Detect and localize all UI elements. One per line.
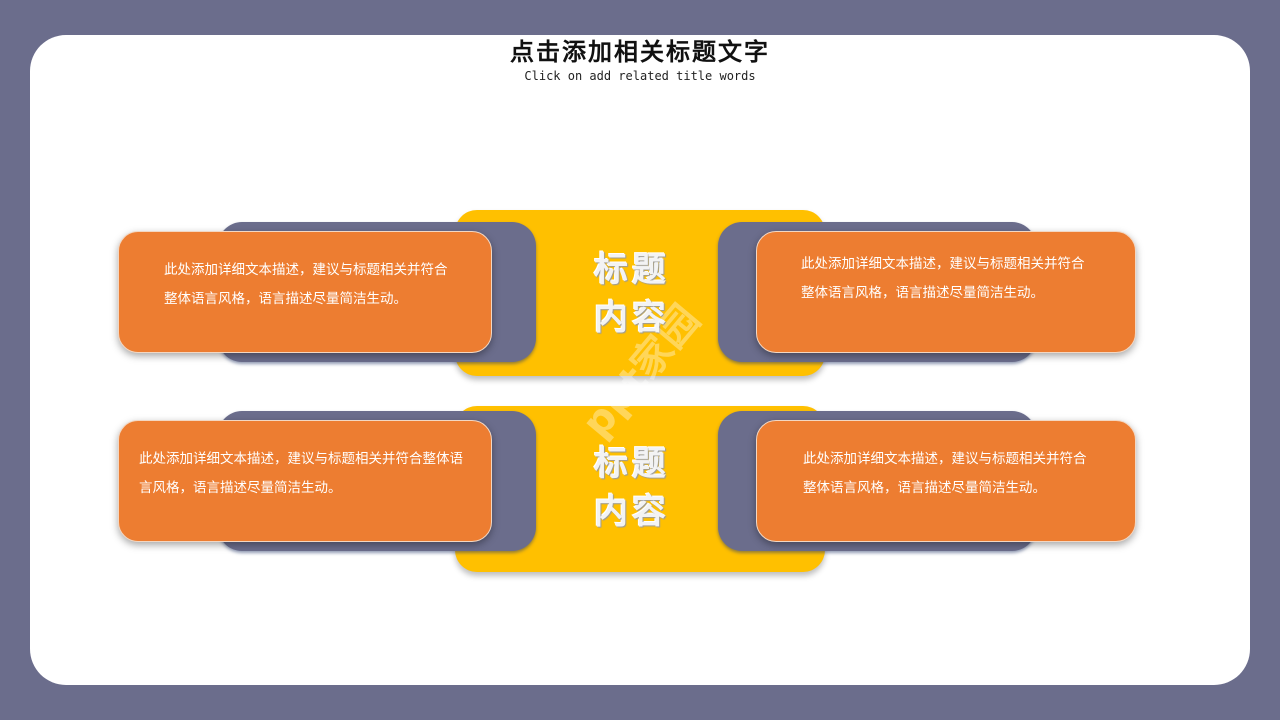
right-text-box-1[interactable]: 此处添加详细文本描述，建议与标题相关并符合整体语言风格，语言描述尽量简洁生动。 <box>756 231 1136 353</box>
left-text-1: 此处添加详细文本描述，建议与标题相关并符合整体语言风格，语言描述尽量简洁生动。 <box>164 262 448 307</box>
center-label-line2: 内容 <box>594 492 670 532</box>
left-text-box-2[interactable]: 此处添加详细文本描述，建议与标题相关并符合整体语言风格，语言描述尽量简洁生动。 <box>118 420 492 542</box>
left-text-2: 此处添加详细文本描述，建议与标题相关并符合整体语言风格，语言描述尽量简洁生动。 <box>139 451 463 496</box>
center-label-2[interactable]: 标题 内容 <box>552 440 712 536</box>
right-text-box-2[interactable]: 此处添加详细文本描述，建议与标题相关并符合整体语言风格，语言描述尽量简洁生动。 <box>756 420 1136 542</box>
right-text-2: 此处添加详细文本描述，建议与标题相关并符合整体语言风格，语言描述尽量简洁生动。 <box>803 451 1087 496</box>
center-label-line1: 标题 <box>594 444 670 484</box>
center-label-line2: 内容 <box>594 298 670 338</box>
center-label-line1: 标题 <box>594 250 670 290</box>
center-label-1[interactable]: 标题 内容 <box>552 246 712 342</box>
left-text-box-1[interactable]: 此处添加详细文本描述，建议与标题相关并符合整体语言风格，语言描述尽量简洁生动。 <box>118 231 492 353</box>
right-text-1: 此处添加详细文本描述，建议与标题相关并符合整体语言风格，语言描述尽量简洁生动。 <box>801 256 1085 301</box>
slide-title[interactable]: 点击添加相关标题文字 <box>510 37 770 66</box>
slide-subtitle[interactable]: Click on add related title words <box>524 69 756 83</box>
